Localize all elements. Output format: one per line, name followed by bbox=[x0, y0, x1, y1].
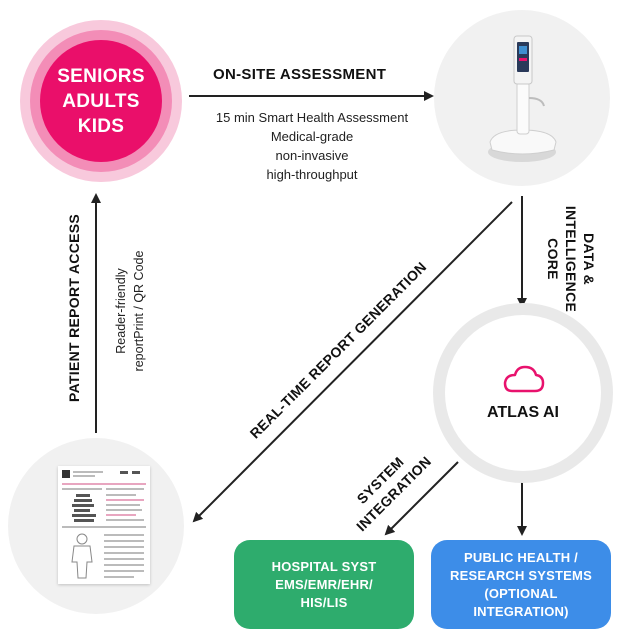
onsite-detail-4: high-throughput bbox=[266, 167, 358, 182]
population-adults: ADULTS bbox=[62, 90, 140, 112]
population-kids: KIDS bbox=[77, 115, 125, 137]
public-line-1: PUBLIC HEALTH / bbox=[464, 549, 578, 565]
hospital-systems-box: HOSPITAL SYST EMS/EMR/EHR/ HIS/LIS bbox=[234, 540, 414, 629]
hospital-line-2: EMS/EMR/EHR/ bbox=[275, 576, 373, 592]
data-core-line-3: CORE bbox=[545, 238, 561, 280]
onsite-detail-1: 15 min Smart Health Assessment bbox=[215, 110, 409, 125]
patient-access-title: PATIENT REPORT ACCESS bbox=[66, 213, 82, 403]
patient-access-detail: Reader-friendly reportPrint / QR Code bbox=[112, 211, 148, 411]
population-circle: SENIORS ADULTS KIDS bbox=[40, 40, 162, 162]
kiosk-circle bbox=[434, 10, 610, 186]
public-line-4: INTEGRATION) bbox=[473, 603, 569, 619]
atlas-label: ATLAS AI bbox=[487, 404, 559, 421]
public-health-box: PUBLIC HEALTH / RESEARCH SYSTEMS (OPTION… bbox=[431, 540, 611, 629]
kiosk-device-image bbox=[488, 35, 557, 162]
patient-access-detail-2: reportPrint / QR Code bbox=[132, 250, 146, 372]
system-integration-arrow bbox=[384, 461, 459, 536]
onsite-detail-2: Medical-grade bbox=[270, 129, 354, 144]
report-circle bbox=[8, 438, 184, 614]
report-document-image bbox=[58, 466, 150, 584]
onsite-detail-3: non-invasive bbox=[275, 148, 349, 163]
cloud-icon bbox=[503, 365, 545, 393]
data-core-line-2: INTELLIGENCE bbox=[563, 205, 579, 313]
data-core-line-1: DATA & bbox=[581, 232, 597, 286]
public-line-2: RESEARCH SYSTEMS bbox=[450, 567, 592, 583]
patient-access-detail-1: Reader-friendly bbox=[114, 268, 128, 354]
atlas-circle: ATLAS AI bbox=[445, 315, 601, 471]
data-core-label: DATA & INTELLIGENCE CORE bbox=[544, 204, 598, 314]
onsite-title: ON-SITE ASSESSMENT bbox=[213, 66, 387, 83]
population-seniors: SENIORS bbox=[57, 65, 145, 87]
hospital-line-3: HIS/LIS bbox=[300, 594, 348, 610]
public-line-3: (OPTIONAL bbox=[484, 585, 558, 601]
hospital-line-1: HOSPITAL SYST bbox=[271, 558, 377, 574]
report-generation-arrow bbox=[192, 201, 513, 523]
onsite-details: 15 min Smart Health Assessment Medical-g… bbox=[188, 108, 436, 184]
